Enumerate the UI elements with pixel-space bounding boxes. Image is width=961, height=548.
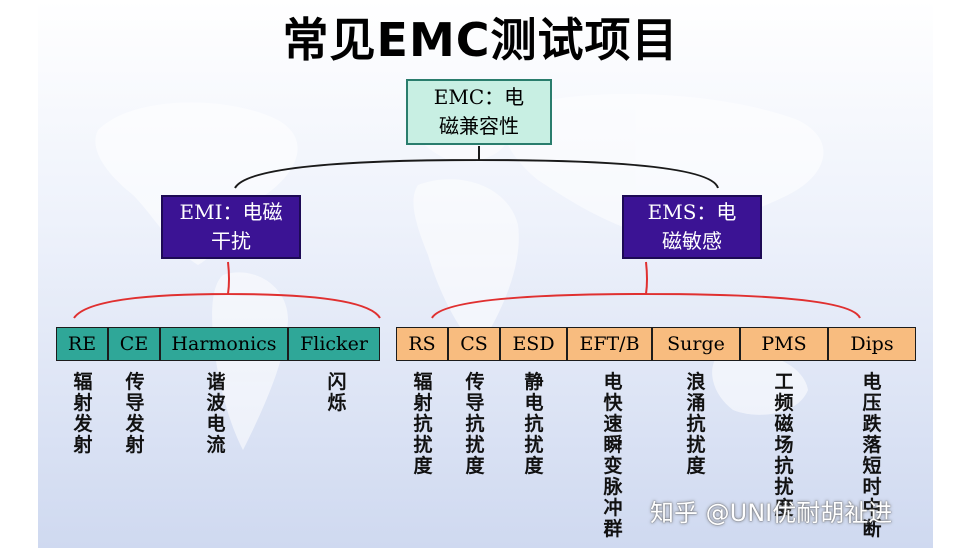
emi-item-ce: CE <box>108 327 160 361</box>
page-title: 常见EMC测试项目 <box>282 13 679 67</box>
desc-rs: 辐射抗扰度 <box>413 371 433 477</box>
emi-line2: 干扰 <box>211 229 251 253</box>
emc-line2: 磁兼容性 <box>439 114 519 138</box>
desc-harmonics: 谐波电流 <box>206 371 226 456</box>
desc-cs: 传导抗扰度 <box>465 371 485 477</box>
ems-item-cs: CS <box>448 327 500 361</box>
emi-line1: EMI：电磁 <box>179 200 283 224</box>
ems-item-pms: PMS <box>740 327 828 361</box>
ems-item-esd: ESD <box>500 327 567 361</box>
ems-box: EMS：电 磁敏感 <box>622 195 762 259</box>
emc-line1: EMC：电 <box>433 85 525 109</box>
emi-item-re: RE <box>56 327 108 361</box>
ems-item-dips: Dips <box>828 327 916 361</box>
emi-item-flicker: Flicker <box>288 327 380 361</box>
desc-ce: 传导发射 <box>125 371 145 456</box>
emi-item-harmonics: Harmonics <box>160 327 288 361</box>
watermark: 知乎 @UNI优耐胡祉进 <box>650 499 893 527</box>
emi-box: EMI：电磁 干扰 <box>161 195 301 259</box>
desc-surge: 浪涌抗扰度 <box>686 371 706 477</box>
ems-line1: EMS：电 <box>647 200 737 224</box>
ems-line2: 磁敏感 <box>662 229 722 253</box>
ems-item-rs: RS <box>396 327 448 361</box>
desc-pms: 工频磁场抗扰度 <box>774 371 794 519</box>
ems-item-eftb: EFT/B <box>567 327 652 361</box>
emc-root-box: EMC：电 磁兼容性 <box>406 79 552 145</box>
ems-item-surge: Surge <box>652 327 740 361</box>
desc-esd: 静电抗扰度 <box>524 371 544 477</box>
desc-dips: 电压跌落短时中断 <box>862 371 882 540</box>
desc-flicker: 闪烁 <box>327 371 347 414</box>
desc-re: 辐射发射 <box>73 371 93 456</box>
desc-eftb: 电快速瞬变脉冲群 <box>603 371 623 540</box>
